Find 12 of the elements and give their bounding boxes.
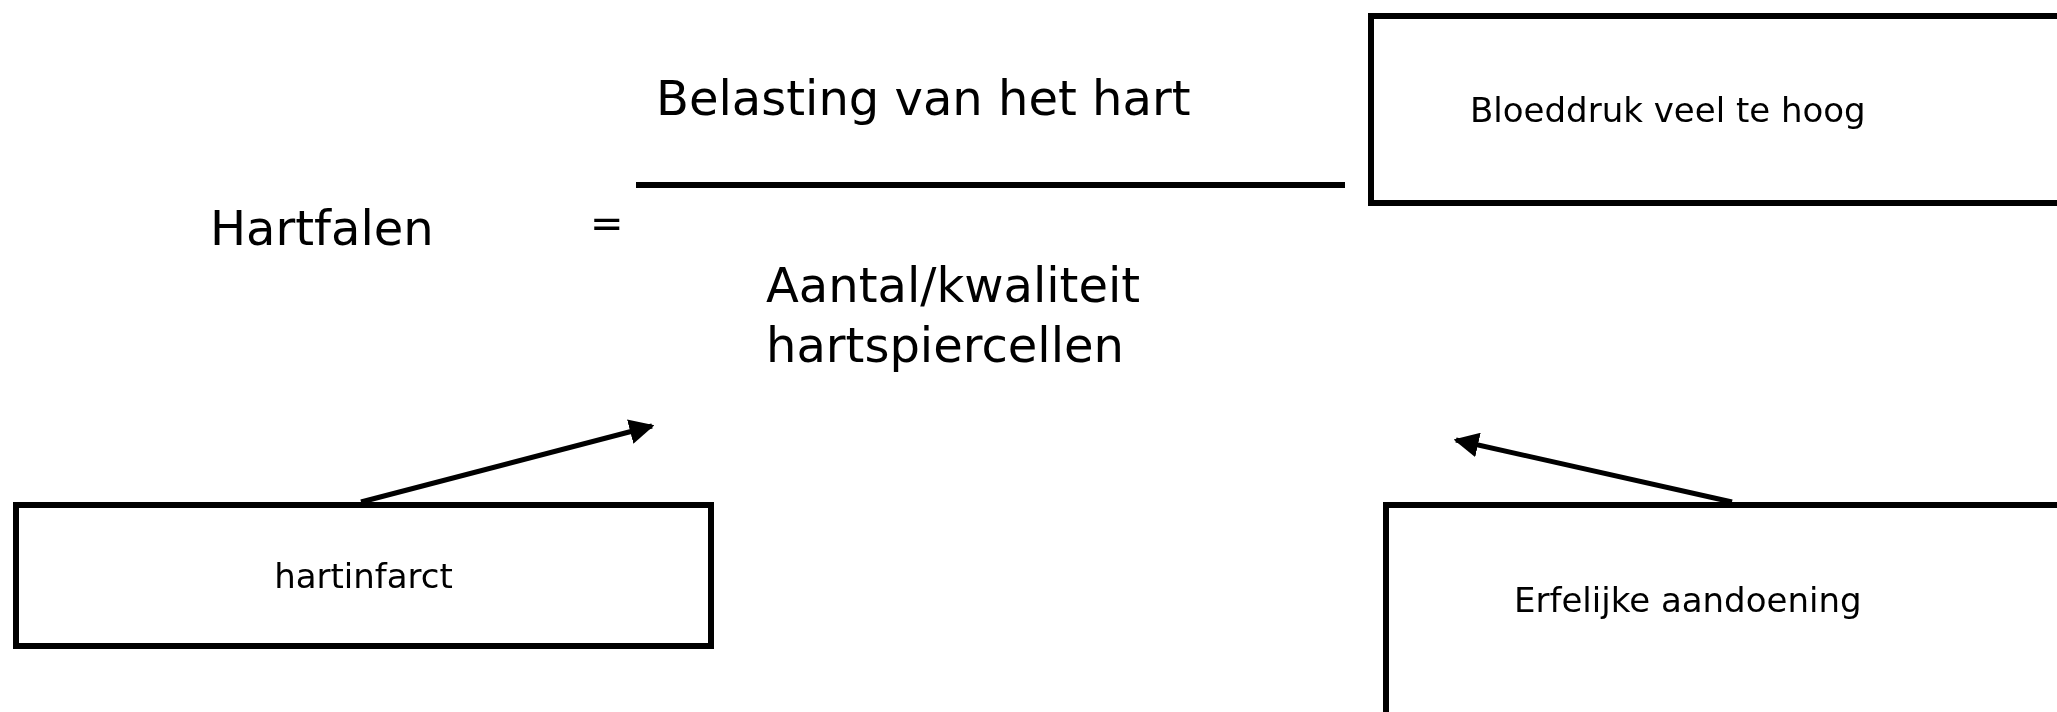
- text-box: [1368, 13, 2057, 206]
- text-box: [13, 502, 714, 649]
- arrow: [1453, 432, 1733, 505]
- text-box: [1383, 502, 2057, 712]
- arrow: [360, 419, 655, 505]
- box-label: Erfelijke aandoening: [1514, 580, 1862, 620]
- box-label: Bloeddruk veel te hoog: [1470, 89, 1866, 130]
- box-label: hartinfarct: [274, 555, 453, 596]
- fraction-denominator: Aantal/kwaliteit hartspiercellen: [766, 256, 1142, 375]
- equals-sign: =: [590, 199, 624, 248]
- formula-term: Hartfalen: [210, 199, 434, 258]
- fraction-numerator: Belasting van het hart: [656, 69, 1191, 128]
